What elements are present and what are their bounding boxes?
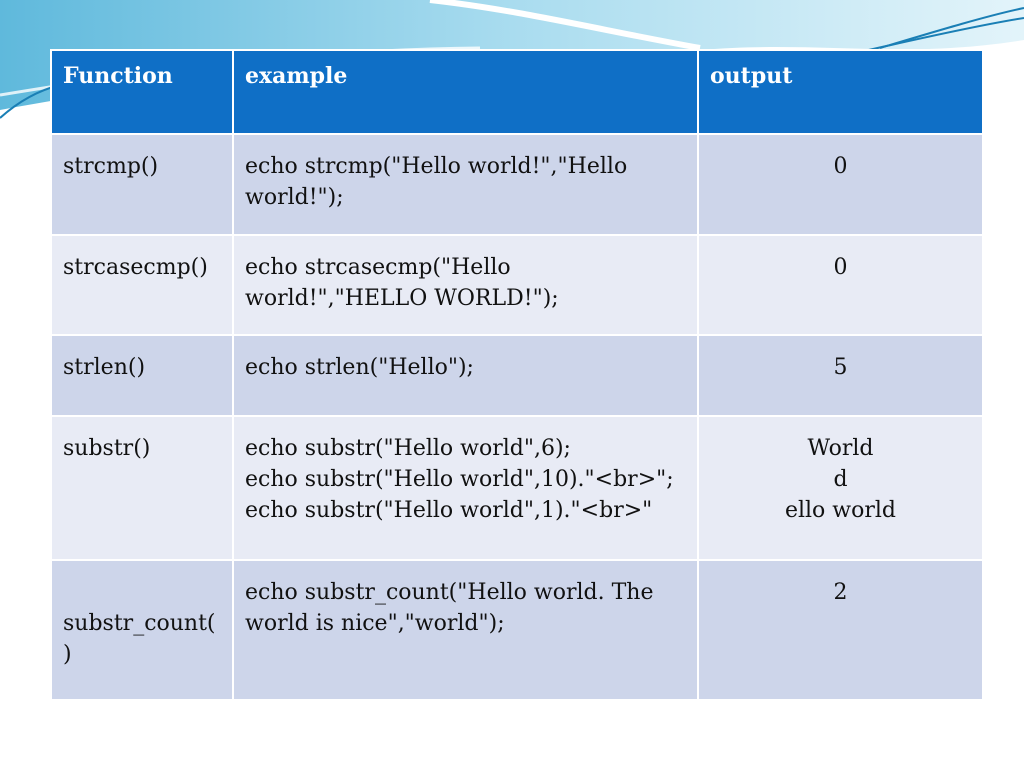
output-cell: 2 [697, 559, 984, 701]
function-cell: strlen() [50, 334, 234, 417]
header-output: output [697, 49, 984, 135]
example-cell: echo strcmp("Hello world!","Hello world!… [232, 133, 699, 236]
table-header-row: Function example output [50, 49, 984, 135]
output-line: 0 [833, 154, 848, 179]
example-cell: echo substr("Hello world",6); echo subst… [232, 415, 699, 561]
output-line: d [833, 467, 848, 492]
output-cell: World d ello world [697, 415, 984, 561]
function-cell: strcmp() [50, 133, 234, 236]
function-cell: strcasecmp() [50, 234, 234, 336]
header-example: example [232, 49, 699, 135]
example-cell: echo strlen("Hello"); [232, 334, 699, 417]
output-cell: 5 [697, 334, 984, 417]
table-row: strcmp() echo strcmp("Hello world!","Hel… [50, 133, 984, 236]
output-line: World [807, 436, 874, 461]
table-row: strcasecmp() echo strcasecmp("Hello worl… [50, 234, 984, 336]
example-line: echo strlen("Hello"); [245, 355, 474, 380]
function-cell: substr() [50, 415, 234, 561]
header-function: Function [50, 49, 234, 135]
output-cell: 0 [697, 133, 984, 236]
example-line: world!"); [245, 185, 344, 210]
table-row: substr_count( ) echo substr_count("Hello… [50, 559, 984, 701]
example-line: echo strcmp("Hello world!","Hello [245, 154, 628, 179]
example-cell: echo strcasecmp("Hello world!","HELLO WO… [232, 234, 699, 336]
output-line: 5 [833, 355, 848, 380]
output-cell: 0 [697, 234, 984, 336]
example-line: echo substr_count("Hello world. The [245, 580, 654, 605]
example-line: echo substr("Hello world",10)."<br>"; [245, 467, 674, 492]
table-row: strlen() echo strlen("Hello"); 5 [50, 334, 984, 417]
example-line: echo strcasecmp("Hello [245, 255, 511, 280]
output-line: 0 [833, 255, 848, 280]
example-cell: echo substr_count("Hello world. The worl… [232, 559, 699, 701]
function-cell: substr_count( ) [50, 559, 234, 701]
example-line: world is nice","world"); [245, 611, 505, 636]
string-functions-table: Function example output strcmp() echo st… [50, 49, 984, 701]
example-line: world!","HELLO WORLD!"); [245, 286, 559, 311]
table-row: substr() echo substr("Hello world",6); e… [50, 415, 984, 561]
output-line: ello world [784, 498, 897, 523]
output-line: 2 [833, 580, 848, 605]
example-line: echo substr("Hello world",6); [245, 436, 571, 461]
example-line: echo substr("Hello world",1)."<br>" [245, 498, 653, 523]
